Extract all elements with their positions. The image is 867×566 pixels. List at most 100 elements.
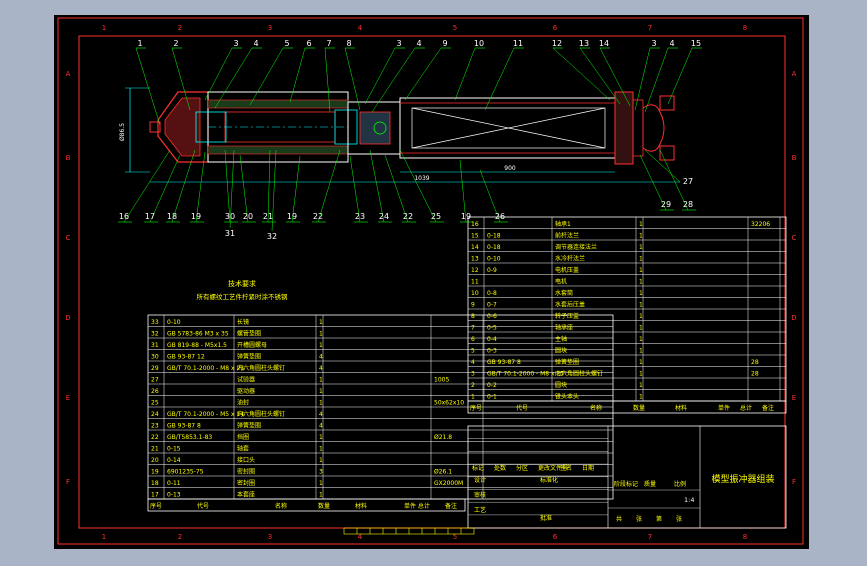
table-cell: 1 xyxy=(639,359,643,366)
zone-row-right: D xyxy=(791,314,796,322)
balloon-leader xyxy=(634,47,651,111)
table-cell: 长镜 xyxy=(237,318,249,326)
balloon-bottom-number: 26 xyxy=(495,212,505,221)
table-cell: 弹簧垫圈 xyxy=(555,358,579,366)
balloon-right-number: 27 xyxy=(683,177,693,186)
table-cell: 油封 xyxy=(237,399,249,407)
table-cell: 1 xyxy=(639,313,643,320)
zone-column-top: 3 xyxy=(268,24,272,32)
motor-diagonal-2 xyxy=(411,107,606,149)
table-cell: 内六角圆柱头螺钉 xyxy=(237,410,285,418)
role-label: 工艺 xyxy=(474,506,486,514)
left-bom-header-cell: 名称 xyxy=(275,502,287,510)
table-cell: 圆块 xyxy=(555,381,567,389)
zone-column-top: 2 xyxy=(178,24,182,32)
table-cell: 0-18 xyxy=(487,244,501,251)
table-cell: 轴承座 xyxy=(555,324,573,332)
table-cell: 9 xyxy=(471,302,475,309)
table-cell: 4 xyxy=(319,365,323,372)
table-cell: 2 xyxy=(471,382,475,389)
balloon-leader xyxy=(644,149,681,183)
table-cell: 0-7 xyxy=(487,302,497,309)
balloon-leader xyxy=(479,169,501,223)
stage-header: 比例 xyxy=(674,480,686,488)
table-cell: 0-5 xyxy=(487,325,497,332)
table-cell: 31 xyxy=(151,342,159,349)
diameter-dimension: Ø86.5 xyxy=(119,123,126,141)
table-cell: 内六角圆柱头螺钉 xyxy=(237,364,285,372)
balloon-leader xyxy=(135,47,161,126)
right-bom-header-cell: 材料 xyxy=(675,404,687,412)
table-cell: 1 xyxy=(319,377,323,384)
zone-column-bottom: 7 xyxy=(648,533,652,541)
table-cell: 18 xyxy=(151,480,159,487)
vibroflot-assembly-view: Ø86.5 1039 900 xyxy=(119,87,680,183)
table-cell: 1 xyxy=(639,336,643,343)
balloon-top-number: 7 xyxy=(326,39,331,48)
balloon-leader xyxy=(644,47,669,113)
table-cell: 8 xyxy=(471,313,475,320)
left-bom-header-row xyxy=(147,498,466,512)
balloon-leader xyxy=(384,154,409,223)
table-cell: 0-11 xyxy=(167,480,181,487)
table-cell: 水套后压盖 xyxy=(555,301,585,309)
stage-header: 质量 xyxy=(644,480,656,488)
role-label: 设计 xyxy=(474,476,486,484)
zone-row-left: D xyxy=(65,314,70,322)
table-cell: GX2000M xyxy=(434,480,463,487)
table-cell: GB/T 70.1-2000 - M8 x 25 xyxy=(167,365,244,372)
table-cell: 29 xyxy=(151,365,159,372)
balloon-bottom-number: 19 xyxy=(287,212,297,221)
notes-title: 技术要求 xyxy=(228,279,256,288)
table-cell: 转子压盖 xyxy=(555,312,579,320)
right-bom-header-cell: 序号 xyxy=(470,404,482,412)
balloon-leader xyxy=(123,149,171,223)
nose-cone-section xyxy=(164,97,201,157)
balloon-leader xyxy=(404,47,442,101)
sheet-info: 共 xyxy=(616,515,622,523)
table-cell: 24 xyxy=(151,411,159,418)
balloon-leader xyxy=(667,47,693,105)
balloon-bottom-number: 19 xyxy=(461,212,471,221)
table-cell: 23 xyxy=(151,423,159,430)
overall-length: 1039 xyxy=(414,175,429,182)
table-cell: 0-8 xyxy=(487,290,497,297)
balloon-inner-number: 32 xyxy=(267,232,277,241)
balloon-leader xyxy=(552,47,611,101)
balloon-top-number: 11 xyxy=(513,39,523,48)
balloon-leader xyxy=(484,47,515,111)
balloon-leader xyxy=(659,149,689,211)
balloon-top-number: 10 xyxy=(474,39,484,48)
balloon-top-number: 6 xyxy=(306,39,311,48)
revision-header: 处数 xyxy=(494,464,506,472)
revision-header: 更改文件号 xyxy=(538,464,568,472)
table-cell: 27 xyxy=(151,377,159,384)
coupling-hub xyxy=(373,121,387,135)
table-cell: 1 xyxy=(319,342,323,349)
balloon-leader xyxy=(149,154,181,223)
connector-cap-bottom xyxy=(659,145,675,161)
balloon-leader xyxy=(344,47,361,111)
nose-tip xyxy=(149,121,161,133)
standardization-label: 标准化 xyxy=(540,476,558,484)
stage-header: 阶段标记 xyxy=(614,480,638,488)
table-cell: 轴套 xyxy=(237,445,249,453)
table-cell: 0-9 xyxy=(487,267,497,274)
right-bom-header-row xyxy=(467,400,787,414)
balloon-leader xyxy=(364,47,396,105)
zone-column-bottom: 4 xyxy=(358,533,363,541)
revision-header: 签名 xyxy=(560,464,572,472)
zone-row-right: F xyxy=(792,478,796,486)
table-cell: 1 xyxy=(471,394,475,401)
table-cell: Ø26.1 xyxy=(434,469,452,476)
balloon-leader xyxy=(224,149,231,223)
balloon-bottom-number: 17 xyxy=(145,212,155,221)
table-cell: 1 xyxy=(639,290,643,297)
table-cell: 4 xyxy=(471,359,475,366)
table-cell: 25 xyxy=(151,400,159,407)
zone-column-top: 7 xyxy=(648,24,652,32)
balloon-leader xyxy=(639,154,667,211)
